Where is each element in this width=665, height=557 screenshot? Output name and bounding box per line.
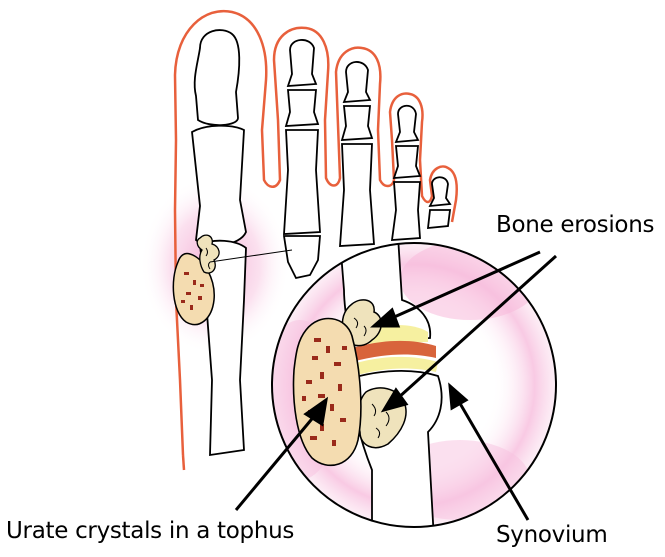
bone-erosions-label: Bone erosions: [496, 212, 654, 238]
large-tophus: [294, 319, 361, 466]
third-toe-bones: [340, 62, 374, 246]
foot-lower-outline: [183, 455, 184, 470]
second-toe-bones: [284, 40, 320, 278]
synovium-label: Synovium: [496, 522, 607, 548]
urate-crystals-label: Urate crystals in a tophus: [6, 518, 294, 544]
fourth-toe-bones: [392, 106, 420, 240]
fifth-toe-bones: [428, 177, 450, 228]
